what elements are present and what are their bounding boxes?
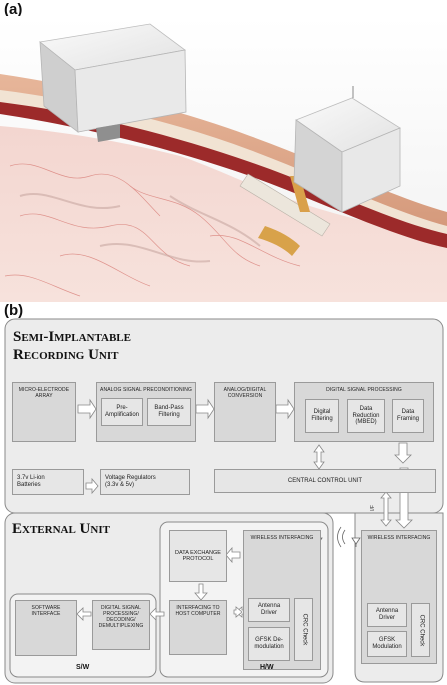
micro-electrode-group: MICRO-ELECTRODE ARRAY — [12, 382, 76, 442]
tx-crc-check-block: CRC Check — [411, 603, 430, 657]
host-interface-group: INTERFACING TO HOST COMPUTER — [169, 600, 227, 655]
batteries-block: 3.7v Li-ion Batteries — [12, 469, 84, 495]
external-dsp-label: DIGITAL SIGNAL PROCESSING/ DECODING/ DEM… — [98, 605, 144, 629]
band-pass-block: Band-Pass Filtering — [147, 398, 191, 426]
data-framing-block: Data Framing — [392, 399, 424, 433]
tx-wireless-label: WIRELESS INTERFACING — [367, 535, 431, 541]
sw-tag: S/W — [76, 664, 90, 671]
panel-a-label: (a) — [4, 1, 23, 18]
batteries-label: 3.7v Li-ion Batteries — [17, 475, 45, 488]
pre-amplification-block: Pre-Amplification — [101, 398, 143, 426]
software-interface-label: SOFTWARE INTERFACE — [31, 605, 61, 617]
rx-wireless-label: WIRELESS INTERFACING — [250, 535, 314, 541]
host-interface-label: INTERFACING TO HOST COMPUTER — [175, 605, 221, 617]
central-control-unit: CENTRAL CONTROL UNIT — [214, 469, 436, 493]
voltage-regulators-label: Voltage Regulators (3.3v & 5v) — [105, 475, 156, 488]
panel-b-label: (b) — [4, 302, 24, 319]
adc-group: ANALOG/DIGITAL CONVERSION — [214, 382, 276, 442]
semi-title-line2: Recording Unit — [13, 347, 119, 363]
rx-gfsk-demodulation-block: GFSK De-modulation — [248, 627, 290, 661]
adc-label: ANALOG/DIGITAL CONVERSION — [223, 387, 267, 399]
analog-preconditioning-label: ANALOG SIGNAL PRECONDITIONING — [100, 387, 192, 393]
software-interface-group: SOFTWARE INTERFACE — [15, 600, 77, 656]
semi-unit-title: Semi-Implantable Recording Unit — [13, 328, 131, 364]
external-dsp-group: DIGITAL SIGNAL PROCESSING/ DECODING/ DEM… — [92, 600, 150, 650]
data-exchange-protocol-block: DATA EXCHANGE PROTOCOL — [169, 530, 227, 582]
hw-tag: H/W — [260, 664, 274, 671]
brain-implant-illustration — [0, 16, 447, 302]
rx-antenna-driver-block: Antenna Driver — [248, 598, 290, 622]
tx-antenna-driver-block: Antenna Driver — [367, 603, 407, 627]
dsp-label: DIGITAL SIGNAL PROCESSING — [326, 387, 402, 393]
external-unit-title: External Unit — [12, 521, 110, 537]
rx-crc-label: CRC Check — [300, 613, 307, 646]
micro-electrode-label: MICRO-ELECTRODE ARRAY — [18, 387, 70, 399]
interface-tag: I/F — [369, 505, 376, 511]
tx-gfsk-modulation-block: GFSK Modulation — [367, 631, 407, 657]
data-reduction-block: Data Reduction (MBED) — [347, 399, 385, 433]
voltage-regulators-block: Voltage Regulators (3.3v & 5v) — [100, 469, 190, 495]
rx-crc-check-block: CRC Check — [294, 598, 313, 661]
tx-crc-label: CRC Check — [417, 614, 424, 646]
digital-filtering-block: Digital Filtering — [305, 399, 339, 433]
semi-title-line1: Semi-Implantable — [13, 329, 131, 345]
